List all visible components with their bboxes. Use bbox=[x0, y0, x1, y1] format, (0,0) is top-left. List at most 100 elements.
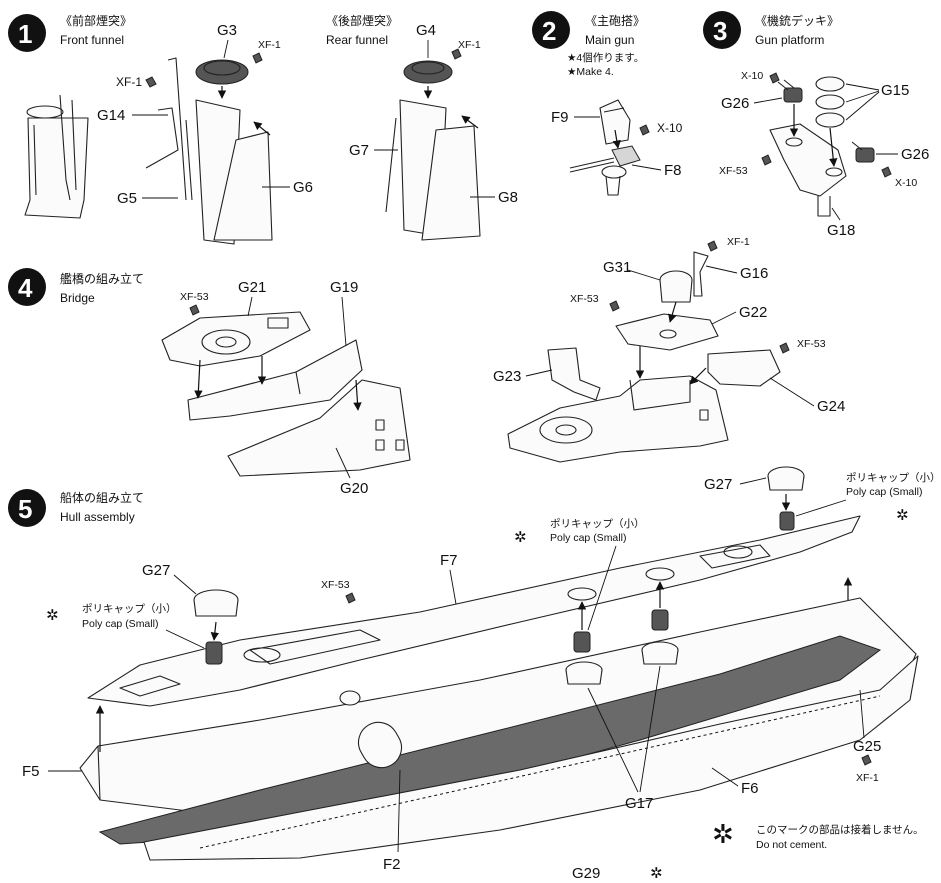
no-cement-label-en: Do not cement. bbox=[756, 839, 827, 851]
part-label-g18: G18 bbox=[827, 222, 855, 239]
polycap-label-jp-middle: ポリキャップ（小） bbox=[550, 518, 645, 530]
polycap-parts bbox=[95, 466, 853, 769]
part-label-g23: G23 bbox=[493, 368, 521, 385]
polycap-callout-right: ポリキャップ（小） Poly cap (Small) ✲ bbox=[795, 472, 941, 524]
part-label-g5: G5 bbox=[117, 190, 137, 207]
polycap-label-jp-left: ポリキャップ（小） bbox=[82, 603, 177, 615]
part-label-g26-a: G26 bbox=[721, 95, 749, 112]
part-label-g21: G21 bbox=[238, 279, 266, 296]
paint-label-x10-step2: X-10 bbox=[657, 121, 683, 135]
step-2-number: 2 bbox=[542, 16, 556, 46]
part-label-g25: G25 bbox=[853, 738, 881, 755]
part-label-g3: G3 bbox=[217, 22, 237, 39]
gun-platform-drawing bbox=[769, 76, 875, 217]
part-label-g4: G4 bbox=[416, 22, 436, 39]
step-1-number: 1 bbox=[18, 19, 32, 49]
front-funnel-exploded bbox=[145, 57, 273, 245]
bridge-exploded-left bbox=[161, 311, 411, 477]
part-label-g20: G20 bbox=[340, 480, 368, 497]
bridge-exploded-right bbox=[507, 251, 781, 463]
paint-label-x10-b: X-10 bbox=[895, 177, 917, 189]
step-1b: 《後部煙突》 Rear funnel G4 XF-1 G7 G8 bbox=[326, 13, 518, 241]
no-cement-icon: ✲ bbox=[896, 507, 909, 524]
paint-label-xf53-step3: XF-53 bbox=[719, 165, 748, 177]
part-label-f9: F9 bbox=[551, 109, 569, 126]
step-5-title-en: Hull assembly bbox=[60, 510, 135, 524]
step-1b-title-jp: 《後部煙突》 bbox=[326, 13, 398, 28]
step-1: 1 《前部煙突》 Front funnel G3 XF-1 XF-1 bbox=[8, 13, 313, 245]
paint-label-rear-xf1: XF-1 bbox=[458, 39, 481, 51]
paint-label-xf1-b: XF-1 bbox=[116, 75, 142, 89]
no-cement-icon: ✲ bbox=[46, 607, 59, 624]
step-4: 4 艦橋の組み立て Bridge XF-53 G21 G19 G20 bbox=[8, 236, 845, 497]
part-label-g15: G15 bbox=[881, 82, 909, 99]
no-cement-icon: ✲ bbox=[712, 819, 734, 849]
polycap-callout-left: ✲ ポリキャップ（小） Poly cap (Small) bbox=[46, 603, 205, 649]
polycap-label-en-middle: Poly cap (Small) bbox=[550, 532, 626, 544]
no-cement-icon: ✲ bbox=[514, 529, 527, 546]
step-3: 3 《機銃デッキ》 Gun platform X-10 G26 G15 G26 bbox=[703, 11, 929, 239]
step-1-badge bbox=[8, 14, 46, 52]
paint-label-xf53-bridge-c: XF-53 bbox=[797, 338, 826, 350]
step-5-number: 5 bbox=[18, 494, 32, 524]
part-label-g31: G31 bbox=[603, 259, 631, 276]
part-label-g7: G7 bbox=[349, 142, 369, 159]
step-2-note-jp: ★4個作ります。 bbox=[567, 51, 644, 64]
part-label-g24: G24 bbox=[817, 398, 845, 415]
part-label-f5: F5 bbox=[22, 763, 40, 780]
part-label-g27-b: G27 bbox=[704, 476, 732, 493]
main-gun-drawing bbox=[569, 99, 641, 196]
step-2-badge bbox=[532, 11, 570, 49]
part-label-f6: F6 bbox=[741, 780, 759, 797]
step-5-badge bbox=[8, 489, 46, 527]
polycap-label-en-left: Poly cap (Small) bbox=[82, 618, 158, 630]
part-label-g16: G16 bbox=[740, 265, 768, 282]
paint-label-xf1-a: XF-1 bbox=[258, 39, 281, 51]
step-5-title-jp: 船体の組み立て bbox=[60, 490, 144, 505]
step-5: 5 船体の組み立て Hull assembly bbox=[8, 466, 941, 882]
part-label-g17: G17 bbox=[625, 795, 653, 812]
step-3-badge bbox=[703, 11, 741, 49]
part-label-f2: F2 bbox=[383, 856, 401, 873]
polycap-callout-middle: ✲ ポリキャップ（小） Poly cap (Small) bbox=[514, 518, 645, 631]
paint-label-xf53-hull: XF-53 bbox=[321, 579, 350, 591]
paint-label-x10-a: X-10 bbox=[741, 70, 763, 82]
polycap-label-jp-right: ポリキャップ（小） bbox=[846, 472, 941, 484]
step-1-title-en: Front funnel bbox=[60, 33, 124, 47]
step-4-title-jp: 艦橋の組み立て bbox=[60, 271, 144, 286]
step-3-number: 3 bbox=[713, 16, 727, 46]
step-4-badge bbox=[8, 268, 46, 306]
part-label-g14: G14 bbox=[97, 107, 125, 124]
step-1-title-jp: 《前部煙突》 bbox=[60, 13, 132, 28]
paint-label-xf1-bridge: XF-1 bbox=[727, 236, 750, 248]
no-cement-label-jp: このマークの部品は接着しません。 bbox=[756, 823, 924, 836]
part-label-f8: F8 bbox=[664, 162, 682, 179]
step-2-title-jp: 《主砲搭》 bbox=[585, 14, 645, 28]
part-label-g22: G22 bbox=[739, 304, 767, 321]
no-cement-icon: ✲ bbox=[650, 865, 663, 882]
step-3-title-jp: 《機銃デッキ》 bbox=[755, 13, 839, 28]
step-2-title-en: Main gun bbox=[585, 33, 634, 47]
part-label-f7: F7 bbox=[440, 552, 458, 569]
front-funnel-complete bbox=[24, 94, 89, 219]
polycap-label-en-right: Poly cap (Small) bbox=[846, 486, 922, 498]
paint-label-xf53-bridge-a: XF-53 bbox=[180, 291, 209, 303]
step-4-number: 4 bbox=[18, 273, 33, 303]
step-4-title-en: Bridge bbox=[60, 291, 95, 305]
part-label-g26-b: G26 bbox=[901, 146, 929, 163]
paint-label-xf53-bridge-b: XF-53 bbox=[570, 293, 599, 305]
part-label-g27-a: G27 bbox=[142, 562, 170, 579]
hull-side-f6 bbox=[143, 655, 919, 861]
step-1b-title-en: Rear funnel bbox=[326, 33, 388, 47]
paint-label-xf1-hull: XF-1 bbox=[856, 772, 879, 784]
rear-funnel-exploded bbox=[385, 60, 481, 241]
step-2: 2 《主砲搭》 Main gun ★4個作ります。 ★Make 4. F9 X-… bbox=[532, 11, 683, 196]
part-label-g29: G29 bbox=[572, 865, 600, 882]
step-3-title-en: Gun platform bbox=[755, 33, 824, 47]
part-label-g19: G19 bbox=[330, 279, 358, 296]
step-2-note-en: ★Make 4. bbox=[567, 66, 614, 78]
part-label-g6: G6 bbox=[293, 179, 313, 196]
part-label-g8: G8 bbox=[498, 189, 518, 206]
hull-deck-f7 bbox=[87, 515, 861, 707]
